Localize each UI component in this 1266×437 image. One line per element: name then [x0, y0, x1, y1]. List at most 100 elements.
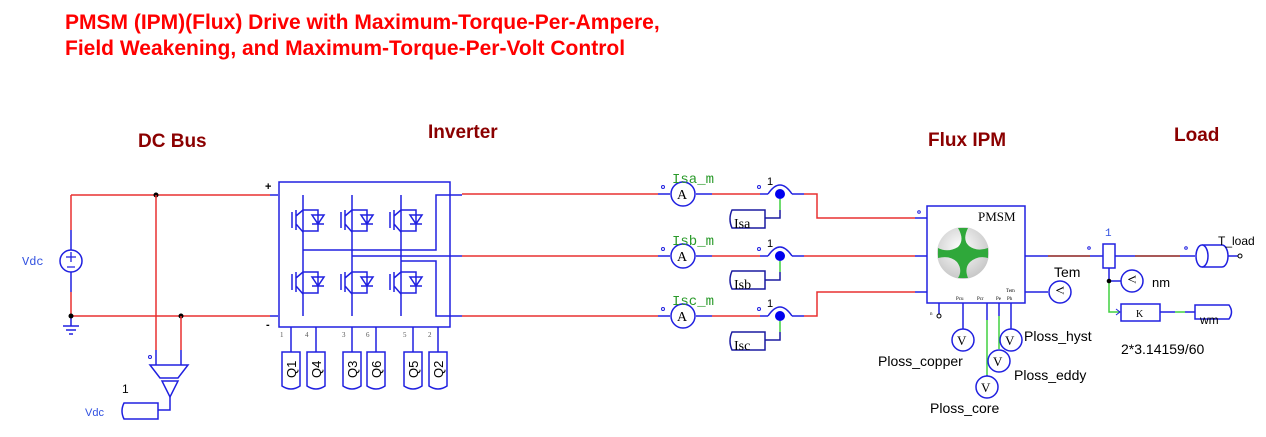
gain-block[interactable]: K: [1120, 303, 1161, 322]
gate-signal-q2[interactable]: [428, 351, 448, 390]
vdc-output-label: Vdc: [85, 407, 104, 419]
title-line-2: Field Weakening, and Maximum-Torque-Per-…: [65, 37, 626, 60]
meter-symbol: V: [993, 354, 1003, 369]
gate-label-q3: Q3: [345, 361, 360, 378]
meter-symbol: V: [1053, 286, 1067, 295]
ammeter-c[interactable]: A: [661, 303, 696, 329]
meter-symbol: V: [1125, 275, 1139, 284]
phase-wires: [462, 193, 658, 317]
current-sensor-b[interactable]: [729, 246, 793, 290]
voltage-sensor-icon[interactable]: [148, 355, 190, 411]
gain-expression: 2*3.14159/60: [1121, 341, 1205, 357]
meter-symbol: V: [957, 333, 967, 348]
ammeter-b[interactable]: A: [661, 243, 696, 269]
current-sensor-c[interactable]: [729, 306, 793, 351]
igbt-switch-icon: [291, 271, 326, 295]
pmsm-pin-pcr: Pcr: [977, 297, 984, 302]
speed-meter[interactable]: V: [1120, 269, 1144, 293]
gate-label-q2: Q2: [431, 361, 446, 378]
vdc-source-label: Vdc: [22, 255, 44, 269]
meter-symbol: V: [1005, 333, 1015, 348]
ploss-hyst-meter[interactable]: V: [999, 328, 1023, 352]
gate-label-q1: Q1: [284, 361, 299, 378]
ploss-eddy-meter[interactable]: V: [987, 349, 1011, 373]
torque-meter-label: Tem: [1054, 264, 1080, 280]
ploss-copper-meter[interactable]: V: [951, 328, 975, 352]
inverter-minus-label: -: [266, 319, 270, 331]
gate-label-q5: Q5: [406, 361, 421, 378]
pmsm-pin-tem: Tem: [1006, 289, 1015, 294]
section-inverter: Inverter: [428, 122, 498, 143]
igbt-switch-icon: [291, 209, 326, 233]
gate-pin-2: 2: [428, 331, 432, 339]
speed-sensor-gain: 1: [1105, 228, 1112, 240]
ploss-core-label: Ploss_core: [930, 400, 999, 416]
pmsm-pin-pcu: Pcu: [956, 297, 964, 302]
pmsm-machine-block[interactable]: [917, 205, 1026, 304]
voltage-sensor-gain: 1: [122, 382, 129, 396]
load-label: T_load: [1218, 234, 1255, 248]
section-dc-bus: DC Bus: [138, 131, 207, 152]
dc-voltage-source-icon[interactable]: [59, 249, 83, 273]
wm-output-label-block[interactable]: [1194, 304, 1233, 320]
current-output-label-c: Isc: [734, 339, 750, 354]
igbt-switch-icon: [340, 209, 375, 233]
gate-label-q4: Q4: [309, 361, 324, 378]
gate-label-q6: Q6: [369, 361, 384, 378]
gate-pin-1: 1: [280, 331, 284, 339]
gate-pin-5: 5: [403, 331, 407, 339]
speed-meter-label: nm: [1152, 275, 1170, 290]
current-sensor-gain-c: 1: [767, 298, 773, 310]
gate-signal-q3[interactable]: [342, 351, 362, 390]
gate-signal-q4[interactable]: [306, 351, 326, 390]
current-sensor-gain-a: 1: [767, 176, 773, 188]
ploss-hyst-label: Ploss_hyst: [1024, 328, 1092, 344]
junction-dot: [1106, 278, 1112, 284]
diagram-title: PMSM (IPM)(Flux) Drive with Maximum-Torq…: [65, 10, 660, 62]
gate-pin-3: 3: [342, 331, 346, 339]
gate-signal-q1[interactable]: [281, 351, 301, 390]
igbt-switch-icon: [389, 271, 424, 295]
gate-pin-6: 6: [366, 331, 370, 339]
ammeter-symbol: A: [677, 250, 688, 265]
ammeter-symbol: A: [677, 310, 688, 325]
mechanical-load-icon[interactable]: [1184, 244, 1243, 268]
title-line-1: PMSM (IPM)(Flux) Drive with Maximum-Torq…: [65, 11, 660, 34]
gate-signal-q5[interactable]: [403, 351, 423, 390]
current-sensor-a[interactable]: [729, 184, 793, 229]
dc-bus: [59, 192, 278, 420]
pmsm-pin-pe: Pe: [996, 297, 1002, 302]
meter-symbol: V: [981, 380, 991, 395]
port-dot: [1087, 246, 1091, 250]
igbt-switch-icon: [340, 271, 375, 295]
inverter-block[interactable]: [278, 181, 462, 352]
pmsm-pin-ph: Ph: [1007, 297, 1013, 302]
gain-symbol: K: [1136, 309, 1144, 320]
section-load: Load: [1174, 125, 1220, 146]
ploss-copper-label: Ploss_copper: [878, 353, 963, 369]
speed-sensor[interactable]: [1102, 243, 1116, 269]
torque-meter[interactable]: V: [1048, 280, 1072, 304]
motor-logo-icon: [937, 227, 989, 279]
current-sensor-gain-b: 1: [767, 238, 773, 250]
junction-dot: [68, 313, 74, 319]
wm-output-label: wm: [1199, 313, 1219, 327]
ground-icon: [63, 316, 79, 335]
gate-pin-4: 4: [305, 331, 309, 339]
ammeter-label-c: Isc_m: [672, 294, 714, 310]
ploss-eddy-label: Ploss_eddy: [1014, 367, 1086, 383]
ammeter-label-a: Isa_m: [672, 172, 714, 188]
pmsm-pin-n: n: [930, 312, 933, 317]
ammeter-symbol: A: [677, 188, 688, 203]
section-flux-ipm: Flux IPM: [928, 130, 1007, 151]
vdc-output-label-block[interactable]: [121, 402, 159, 420]
igbt-switch-icon: [389, 209, 424, 233]
inverter-plus-label: +: [265, 181, 271, 193]
ploss-core-meter[interactable]: V: [975, 375, 999, 399]
ammeter-a[interactable]: A: [661, 181, 696, 207]
gate-signal-q6[interactable]: [366, 351, 386, 390]
current-output-label-a: Isa: [734, 217, 751, 232]
current-output-label-b: Isb: [734, 278, 751, 293]
ammeter-label-b: Isb_m: [672, 234, 714, 250]
